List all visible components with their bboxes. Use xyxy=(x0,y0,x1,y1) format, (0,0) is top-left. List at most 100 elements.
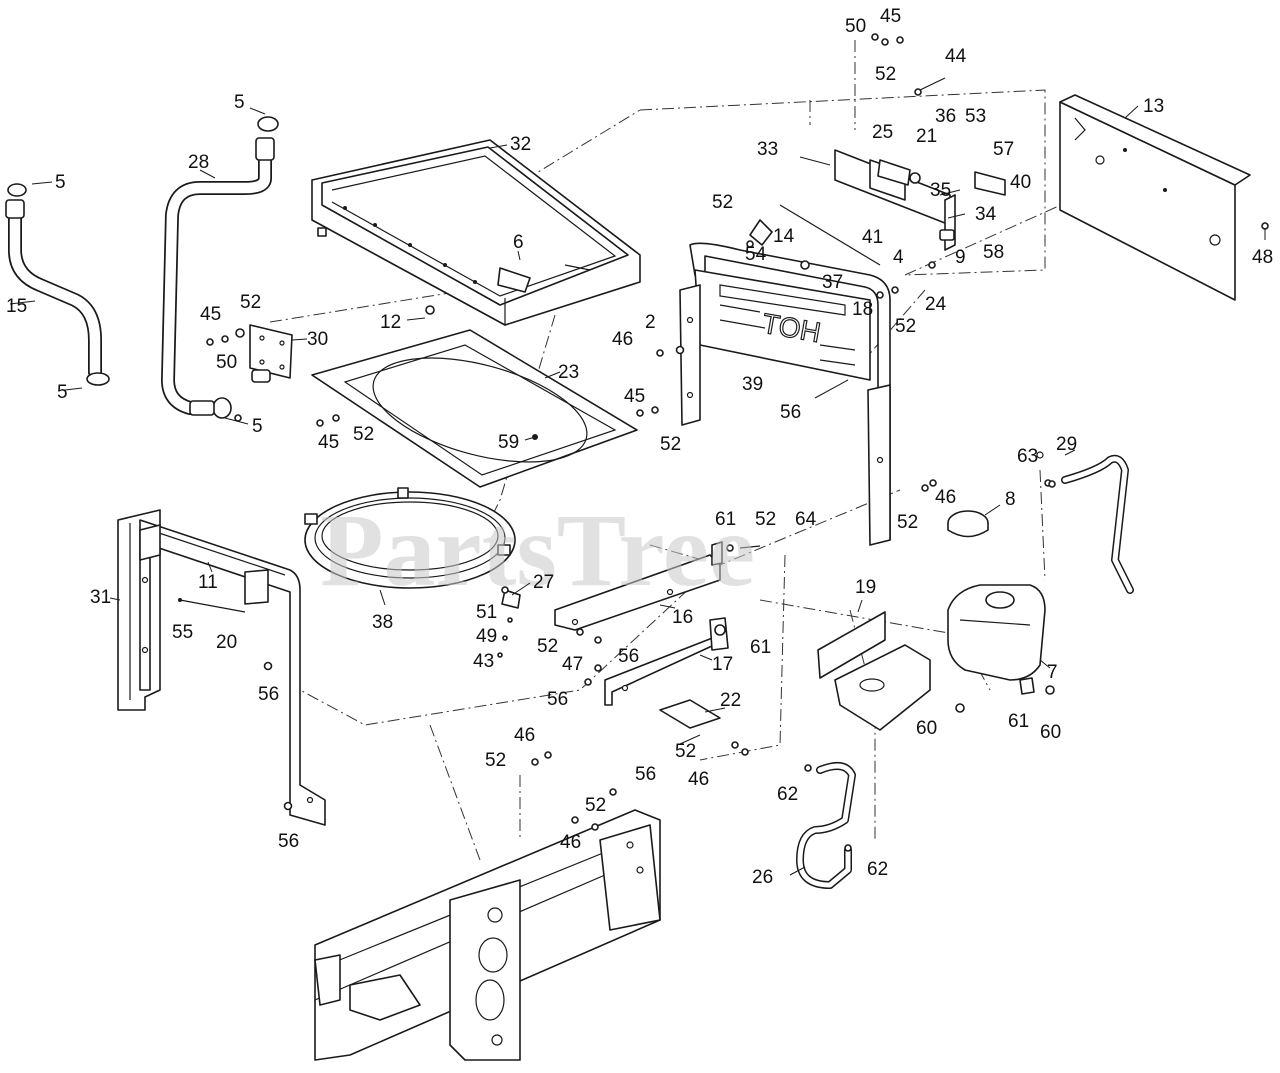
callout-41: 41 xyxy=(862,227,883,248)
callout-48: 48 xyxy=(1252,247,1273,268)
callout-50: 50 xyxy=(216,352,237,373)
hose-15 xyxy=(5,183,110,386)
callout-50: 50 xyxy=(845,16,866,37)
leader-lines xyxy=(9,105,1266,876)
callout-63: 63 xyxy=(1017,446,1038,467)
callout-26: 26 xyxy=(752,867,773,888)
callout-60: 60 xyxy=(1040,722,1061,743)
callout-6: 6 xyxy=(513,232,524,253)
callout-5: 5 xyxy=(55,172,66,193)
callout-52: 52 xyxy=(240,292,261,313)
callout-7: 7 xyxy=(1047,662,1058,683)
callout-22: 22 xyxy=(720,690,741,711)
callout-21: 21 xyxy=(916,126,937,147)
callout-60: 60 xyxy=(916,718,937,739)
callout-44: 44 xyxy=(945,46,967,67)
callout-59: 59 xyxy=(498,432,519,453)
bracket-22 xyxy=(659,699,721,729)
callout-55: 55 xyxy=(172,622,193,643)
callout-23: 23 xyxy=(558,362,579,383)
callout-52: 52 xyxy=(675,741,696,762)
callout-46: 46 xyxy=(612,329,633,350)
callout-16: 16 xyxy=(672,607,693,628)
callout-15: 15 xyxy=(6,296,27,317)
callout-46: 46 xyxy=(935,487,956,508)
callout-14: 14 xyxy=(773,226,795,247)
callout-62: 62 xyxy=(867,859,888,880)
callout-51: 51 xyxy=(476,602,497,623)
bracket-16 xyxy=(554,554,721,631)
callout-52: 52 xyxy=(660,434,681,455)
frame-31 xyxy=(117,509,326,826)
callout-12: 12 xyxy=(380,312,401,333)
callout-25: 25 xyxy=(872,122,893,143)
callout-56: 56 xyxy=(278,831,299,852)
radiator-32 xyxy=(311,139,641,327)
callout-54: 54 xyxy=(745,244,767,265)
callout-49: 49 xyxy=(476,626,497,647)
callout-38: 38 xyxy=(372,612,393,633)
callout-36: 36 xyxy=(935,106,956,127)
callout-61: 61 xyxy=(750,637,771,658)
callout-52: 52 xyxy=(485,750,506,771)
callout-53: 53 xyxy=(965,106,986,127)
callout-52: 52 xyxy=(585,795,606,816)
callout-46: 46 xyxy=(560,832,581,853)
callout-45: 45 xyxy=(318,432,339,453)
callout-2: 2 xyxy=(645,312,656,333)
callout-18: 18 xyxy=(852,299,873,320)
callout-24: 24 xyxy=(925,294,947,315)
callout-61: 61 xyxy=(715,509,736,530)
callout-45: 45 xyxy=(880,6,901,27)
callout-52: 52 xyxy=(712,192,733,213)
callout-52: 52 xyxy=(897,512,918,533)
callout-35: 35 xyxy=(930,180,951,201)
callout-11: 11 xyxy=(198,572,218,593)
callout-43: 43 xyxy=(473,651,494,672)
callout-45: 45 xyxy=(200,304,221,325)
callout-32: 32 xyxy=(510,134,531,155)
callout-5: 5 xyxy=(57,382,68,403)
callout-56: 56 xyxy=(780,402,801,423)
callout-5: 5 xyxy=(252,416,263,437)
callouts: 5 5 5 5 15 28 32 6 12 45 52 50 30 23 45 … xyxy=(6,6,1273,888)
callout-45: 45 xyxy=(624,386,645,407)
callout-39: 39 xyxy=(742,374,763,395)
callout-58: 58 xyxy=(983,242,1004,263)
callout-64: 64 xyxy=(795,509,817,530)
callout-47: 47 xyxy=(562,654,583,675)
callout-8: 8 xyxy=(1005,489,1016,510)
callout-37: 37 xyxy=(822,272,843,293)
callout-52: 52 xyxy=(875,64,896,85)
callout-30: 30 xyxy=(307,329,328,350)
callout-56: 56 xyxy=(258,684,279,705)
callout-56: 56 xyxy=(547,689,568,710)
callout-62: 62 xyxy=(777,784,798,805)
callout-4: 4 xyxy=(893,247,904,268)
callout-31: 31 xyxy=(90,587,111,608)
callout-56: 56 xyxy=(635,764,656,785)
bracket-34 xyxy=(779,149,1006,266)
panel-39 xyxy=(679,242,891,546)
fasteners xyxy=(206,33,1269,852)
callout-52: 52 xyxy=(755,509,776,530)
callout-33: 33 xyxy=(757,139,778,160)
main-frame xyxy=(314,809,661,1061)
tray-23 xyxy=(311,329,638,488)
callout-56: 56 xyxy=(618,646,639,667)
callout-19: 19 xyxy=(855,577,876,598)
callout-27: 27 xyxy=(533,572,554,593)
callout-20: 20 xyxy=(216,632,237,653)
plate-30 xyxy=(249,324,293,383)
callout-5: 5 xyxy=(234,92,245,113)
callout-9: 9 xyxy=(955,247,966,268)
callout-52: 52 xyxy=(537,636,558,657)
callout-13: 13 xyxy=(1143,96,1164,117)
hose-29 xyxy=(1061,454,1134,594)
callout-17: 17 xyxy=(712,654,733,675)
callout-52: 52 xyxy=(895,316,916,337)
callout-46: 46 xyxy=(514,725,535,746)
callout-46: 46 xyxy=(688,769,709,790)
